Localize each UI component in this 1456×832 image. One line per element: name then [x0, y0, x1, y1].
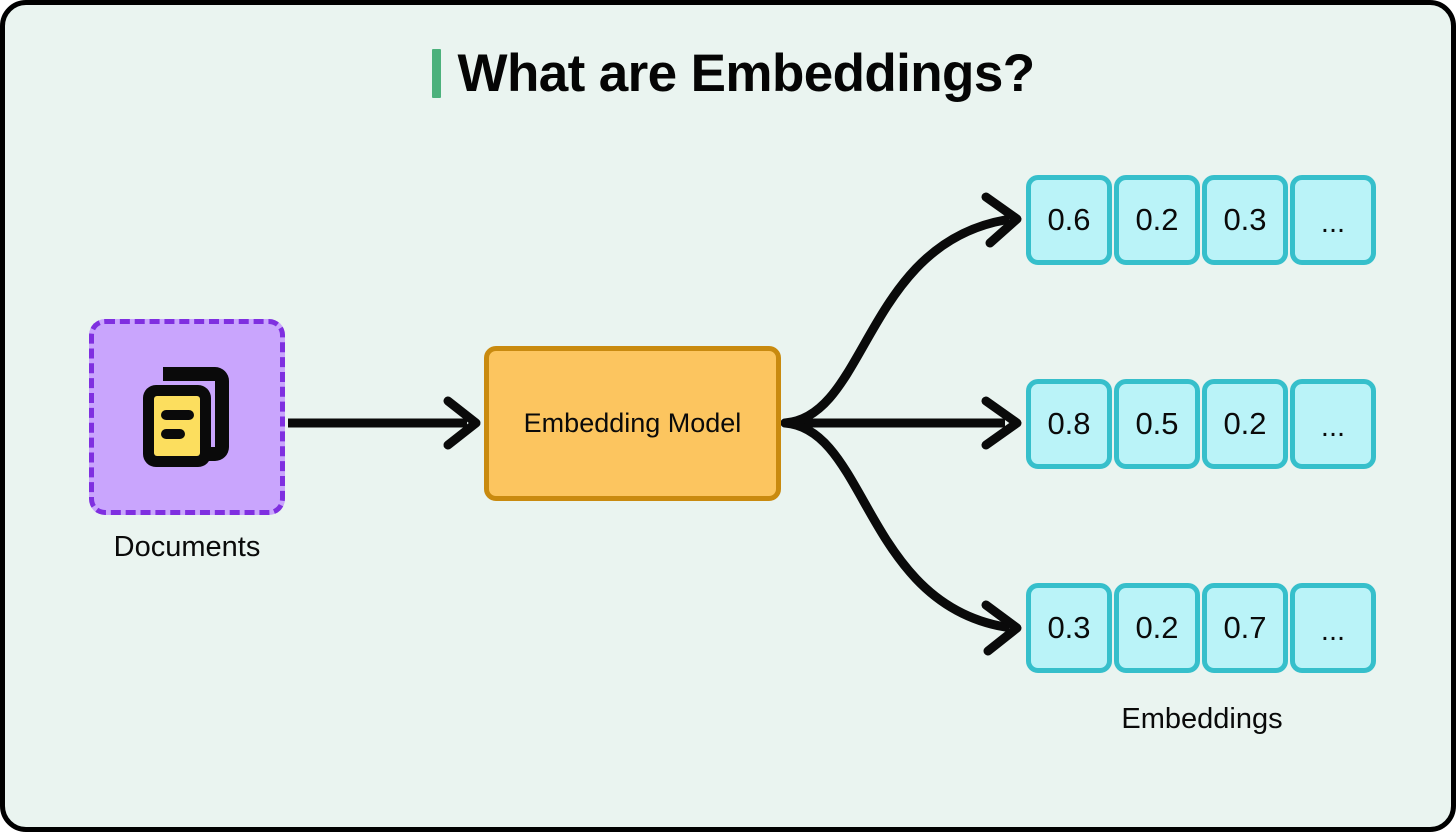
title-text: What are Embeddings? — [457, 43, 1036, 103]
documents-stack-icon — [143, 367, 229, 467]
embedding-cell: 0.3 — [1026, 583, 1112, 673]
arrow-model-to-row-2 — [780, 418, 1022, 656]
embedding-cell: 0.6 — [1026, 175, 1112, 265]
embedding-cell-ellipsis: ... — [1290, 175, 1376, 265]
page-title: What are Embeddings? — [5, 35, 1451, 111]
embedding-cell: 0.2 — [1114, 583, 1200, 673]
embedding-cell-ellipsis: ... — [1290, 583, 1376, 673]
embedding-vector-row: 0.8 0.5 0.2 ... — [1026, 379, 1376, 469]
title-accent-bar — [431, 48, 441, 98]
embedding-cell: 0.5 — [1114, 379, 1200, 469]
embedding-cell: 0.3 — [1202, 175, 1288, 265]
embedding-vector-row: 0.3 0.2 0.7 ... — [1026, 583, 1376, 673]
embedding-vector-row: 0.6 0.2 0.3 ... — [1026, 175, 1376, 265]
embedding-model-box[interactable]: Embedding Model — [484, 346, 781, 501]
embedding-cell: 0.8 — [1026, 379, 1112, 469]
embedding-cell-ellipsis: ... — [1290, 379, 1376, 469]
embedding-cell: 0.2 — [1114, 175, 1200, 265]
documents-label: Documents — [113, 531, 261, 563]
arrow-model-to-row-0 — [780, 192, 1022, 428]
embedding-cell: 0.2 — [1202, 379, 1288, 469]
embedding-cell: 0.7 — [1202, 583, 1288, 673]
embeddings-label: Embeddings — [1121, 703, 1283, 735]
arrow-model-to-row-1 — [785, 396, 1022, 450]
embedding-model-label: Embedding Model — [523, 408, 742, 438]
documents-node[interactable]: Documents — [89, 319, 285, 563]
arrow-documents-to-model — [288, 396, 481, 450]
